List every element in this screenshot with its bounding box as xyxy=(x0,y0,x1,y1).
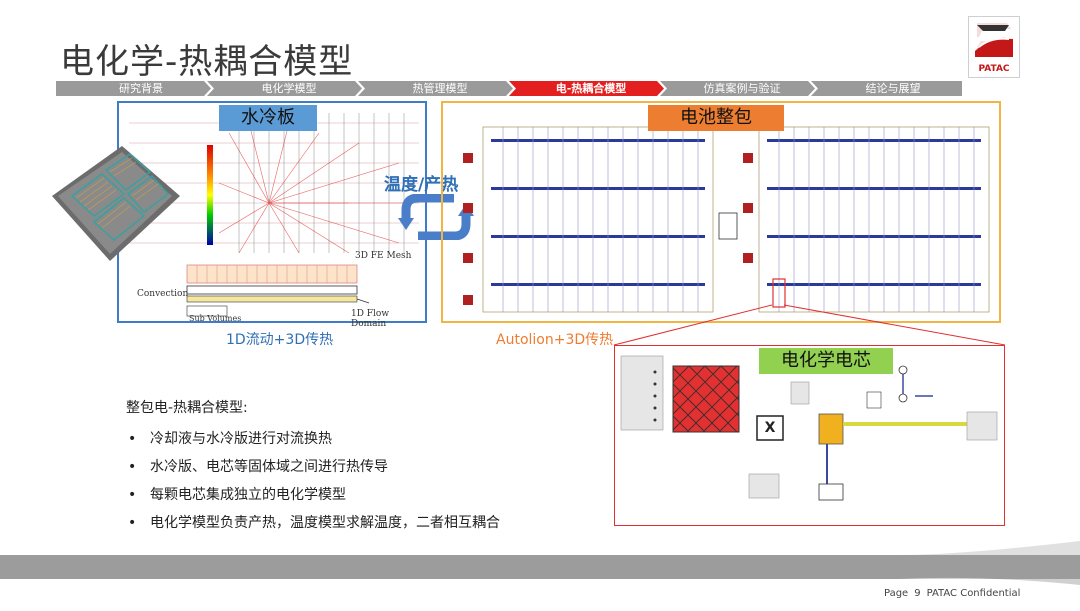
sub-volumes-label: Sub Volumes xyxy=(189,314,242,323)
electrochem-cell-schematic xyxy=(620,355,998,501)
bullet-text: 电化学模型负责产热，温度模型求解温度，二者相互耦合 xyxy=(150,515,500,531)
nav-step-electrochem[interactable]: 电化学模型 xyxy=(261,82,317,95)
confidential-label: PATAC Confidential xyxy=(926,588,1021,599)
bullet-text: 每颗电芯集成独立的电化学模型 xyxy=(150,487,346,503)
bullet-text: 冷却液与水冷版进行对流换热 xyxy=(150,431,332,447)
bullet-item-1: • 冷却液与水冷版进行对流换热 xyxy=(128,428,332,448)
battery-pack-figure: 电池整包 xyxy=(441,101,1001,323)
nav-chevrons xyxy=(56,81,962,96)
bullet-text: 水冷版、电芯等固体域之间进行热传导 xyxy=(150,459,388,475)
slide-title: 电化学-热耦合模型 xyxy=(60,42,354,82)
logo-mark-icon xyxy=(975,23,1013,57)
nav-step-conclusion[interactable]: 结论与展望 xyxy=(865,82,921,95)
page-number: 9 xyxy=(914,588,921,599)
bullet-item-3: • 每颗电芯集成独立的电化学模型 xyxy=(128,484,346,504)
bullet-marker: • xyxy=(128,515,137,531)
footer-band xyxy=(0,541,1080,585)
cold-plate-3d-render xyxy=(52,146,180,261)
section-nav: 研究背景 电化学模型 热管理模型 电-热耦合模型 仿真案例与验证 结论与展望 xyxy=(56,81,962,96)
coupling-label: 温度/产热 xyxy=(384,175,459,195)
multiplier-block-label: X xyxy=(764,420,776,436)
convection-label: Convection xyxy=(137,289,189,299)
cold-plate-mesh-illustration xyxy=(129,113,419,317)
patac-logo: PATAC xyxy=(968,16,1020,78)
exchange-arrows-icon xyxy=(398,194,474,240)
cold-plate-caption: 1D流动+3D传热 xyxy=(226,332,334,348)
bullet-marker: • xyxy=(128,459,137,475)
nav-step-validation[interactable]: 仿真案例与验证 xyxy=(703,82,781,95)
bullet-marker: • xyxy=(128,431,137,447)
logo-text: PATAC xyxy=(978,64,1010,74)
electrochem-cell-tag: 电化学电芯 xyxy=(759,348,893,374)
mesh-label: 3D FE Mesh xyxy=(355,251,412,261)
page-label: Page xyxy=(884,588,909,599)
battery-pack-caption: Autolion+3D传热 xyxy=(496,332,614,348)
flow-domain-label: 1D Flow Domain xyxy=(351,309,390,329)
footer: Page 9 PATAC Confidential xyxy=(884,588,1026,599)
bullets-title: 整包电-热耦合模型: xyxy=(126,400,248,416)
bullet-marker: • xyxy=(128,487,137,503)
electrochem-cell-figure: 电化学电芯 X xyxy=(614,345,1005,526)
nav-step-coupling[interactable]: 电-热耦合模型 xyxy=(555,82,627,95)
nav-step-background[interactable]: 研究背景 xyxy=(119,82,163,95)
battery-pack-tag: 电池整包 xyxy=(648,105,784,131)
cold-plate-tag: 水冷板 xyxy=(219,105,317,131)
battery-pack-schematic xyxy=(463,126,990,313)
nav-step-thermal[interactable]: 热管理模型 xyxy=(412,82,468,95)
bullet-item-2: • 水冷版、电芯等固体域之间进行热传导 xyxy=(128,456,388,476)
bullet-item-4: • 电化学模型负责产热，温度模型求解温度，二者相互耦合 xyxy=(128,512,500,532)
